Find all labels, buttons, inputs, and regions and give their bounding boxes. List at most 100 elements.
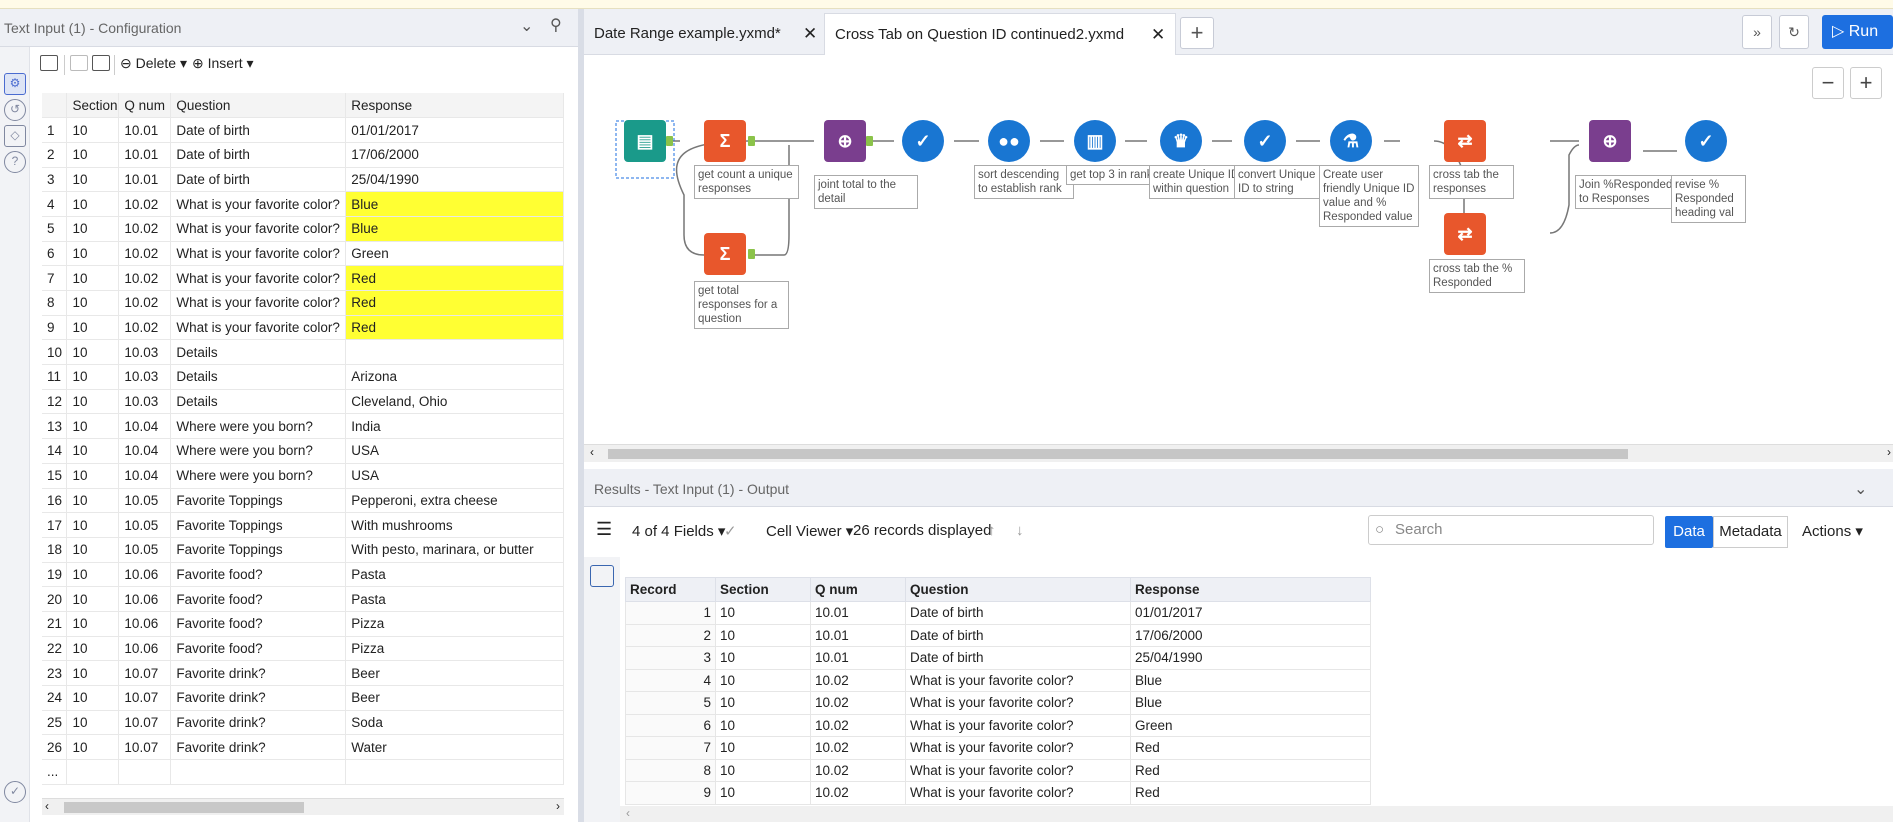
results-cell[interactable]: 10.01 xyxy=(810,601,906,625)
tool-label[interactable]: get total responses for a question xyxy=(694,281,789,329)
scroll-left-icon[interactable]: ‹ xyxy=(45,799,49,813)
output-anchor[interactable] xyxy=(866,136,873,146)
output-anchor[interactable] xyxy=(666,136,673,146)
tab-date-range[interactable]: Date Range example.yxmd* ✕ xyxy=(584,13,824,55)
grid-cell[interactable]: Favorite drink? xyxy=(170,734,347,761)
results-column-header[interactable]: Question xyxy=(905,577,1131,602)
panel-divider[interactable] xyxy=(578,9,584,822)
record-number[interactable]: 2 xyxy=(625,623,716,647)
tag-icon[interactable]: ◇ xyxy=(4,125,26,147)
output-anchor[interactable] xyxy=(748,249,755,259)
grid-cell[interactable]: Blue xyxy=(345,216,564,242)
results-column-header[interactable]: Q num xyxy=(810,577,906,602)
grid-cell[interactable]: Date of birth xyxy=(170,142,347,168)
results-cell[interactable]: What is your favorite color? xyxy=(905,668,1131,692)
grid-cell[interactable]: 10.03 xyxy=(118,364,172,390)
grid-cell[interactable]: 10 xyxy=(66,191,120,217)
grid-cell[interactable]: What is your favorite color? xyxy=(170,191,347,217)
results-cell[interactable]: 10 xyxy=(715,713,811,737)
results-cell[interactable]: Blue xyxy=(1130,691,1371,715)
scroll-right-icon[interactable]: › xyxy=(1887,445,1891,459)
grid-cell[interactable]: 10.02 xyxy=(118,191,172,217)
grid-cell[interactable]: 10 xyxy=(66,685,120,711)
results-cell[interactable]: 10.02 xyxy=(810,781,906,805)
grid-cell[interactable]: Favorite drink? xyxy=(170,685,347,711)
gear-icon[interactable]: ⚙ xyxy=(4,73,26,95)
horizontal-scrollbar[interactable]: ‹ › xyxy=(42,798,564,815)
results-cell[interactable]: 10 xyxy=(715,691,811,715)
grid-cell[interactable]: Pizza xyxy=(345,636,564,662)
grid-cell[interactable]: 10.05 xyxy=(118,488,172,514)
grid-cell[interactable]: 10 xyxy=(66,117,120,143)
grid-cell[interactable]: 10 xyxy=(66,241,120,267)
grid-cell[interactable]: Pizza xyxy=(345,611,564,637)
tool-label[interactable]: sort descending to establish rank xyxy=(974,165,1074,199)
results-cell[interactable]: 10 xyxy=(715,668,811,692)
results-cell[interactable]: What is your favorite color? xyxy=(905,758,1131,782)
grid-cell[interactable]: 10 xyxy=(66,512,120,538)
grid-cell[interactable] xyxy=(118,759,172,785)
grid-cell[interactable]: Date of birth xyxy=(170,117,347,143)
results-cell[interactable]: 10.02 xyxy=(810,758,906,782)
grid-cell[interactable]: 10 xyxy=(66,537,120,563)
tool-label[interactable]: Create user friendly Unique ID value and… xyxy=(1319,165,1419,227)
results-cell[interactable]: 10.02 xyxy=(810,691,906,715)
grid-cell[interactable]: Favorite food? xyxy=(170,586,347,612)
grid-cell[interactable]: India xyxy=(345,413,564,440)
column-header[interactable]: Q num xyxy=(118,93,172,119)
results-cell[interactable]: 10 xyxy=(715,646,811,670)
grid-cell[interactable]: 10.07 xyxy=(118,710,172,736)
grid-cell[interactable]: Pasta xyxy=(345,562,564,588)
fields-icon[interactable]: ☰ xyxy=(596,519,613,539)
zoom-out-button[interactable]: − xyxy=(1812,67,1844,99)
grid-cell[interactable]: Pepperoni, extra cheese xyxy=(345,488,564,514)
grid-cell[interactable]: 10 xyxy=(66,389,120,415)
results-cell[interactable]: 10 xyxy=(715,601,811,625)
chevron-down-icon[interactable]: ⌄ xyxy=(520,18,534,35)
grid-cell[interactable]: Date of birth xyxy=(170,167,347,193)
tool-label[interactable]: joint total to the detail xyxy=(814,175,918,209)
grid-cell[interactable]: 10.03 xyxy=(118,339,172,366)
grid-cell[interactable] xyxy=(170,759,347,785)
arrow-up-icon[interactable]: ↑ xyxy=(988,522,996,539)
tool-label[interactable]: Join %Responded to Responses xyxy=(1575,175,1683,209)
grid-cell[interactable]: 10 xyxy=(66,562,120,588)
grid-cell[interactable]: 10 xyxy=(66,636,120,662)
grid-cell[interactable]: 10 xyxy=(66,142,120,168)
copy-icon[interactable] xyxy=(70,55,88,71)
results-cell[interactable]: What is your favorite color? xyxy=(905,713,1131,737)
check-icon[interactable]: ✓ xyxy=(4,781,26,803)
run-button[interactable]: ▷ Run xyxy=(1822,15,1893,49)
scroll-left-icon[interactable]: ‹ xyxy=(626,806,630,820)
input-anchor-icon[interactable] xyxy=(590,565,614,587)
tool-label[interactable]: cross tab the responses xyxy=(1429,165,1514,199)
search-input[interactable]: ○ Search xyxy=(1368,515,1654,545)
results-cell[interactable]: 10 xyxy=(715,781,811,805)
grid-cell[interactable]: 10 xyxy=(66,265,120,291)
grid-cell[interactable]: Favorite food? xyxy=(170,611,347,637)
grid-cell[interactable]: Details xyxy=(170,364,347,390)
select-tool-icon[interactable]: ✓ xyxy=(1685,120,1727,162)
results-cell[interactable]: Date of birth xyxy=(905,601,1131,625)
record-number[interactable]: 7 xyxy=(625,736,716,760)
grid-cell[interactable]: Favorite food? xyxy=(170,562,347,588)
grid-cell[interactable]: 10 xyxy=(66,290,120,316)
record-number[interactable]: 8 xyxy=(625,758,716,782)
grid-cell[interactable] xyxy=(66,759,120,785)
text-input-tool-icon[interactable]: ▤ xyxy=(624,120,666,162)
grid-cell[interactable]: What is your favorite color? xyxy=(170,290,347,316)
grid-cell[interactable]: 17/06/2000 xyxy=(345,142,564,168)
grid-cell[interactable]: Details xyxy=(170,389,347,415)
summarize-tool-icon[interactable]: Σ xyxy=(704,233,746,275)
results-cell[interactable]: 10.02 xyxy=(810,713,906,737)
